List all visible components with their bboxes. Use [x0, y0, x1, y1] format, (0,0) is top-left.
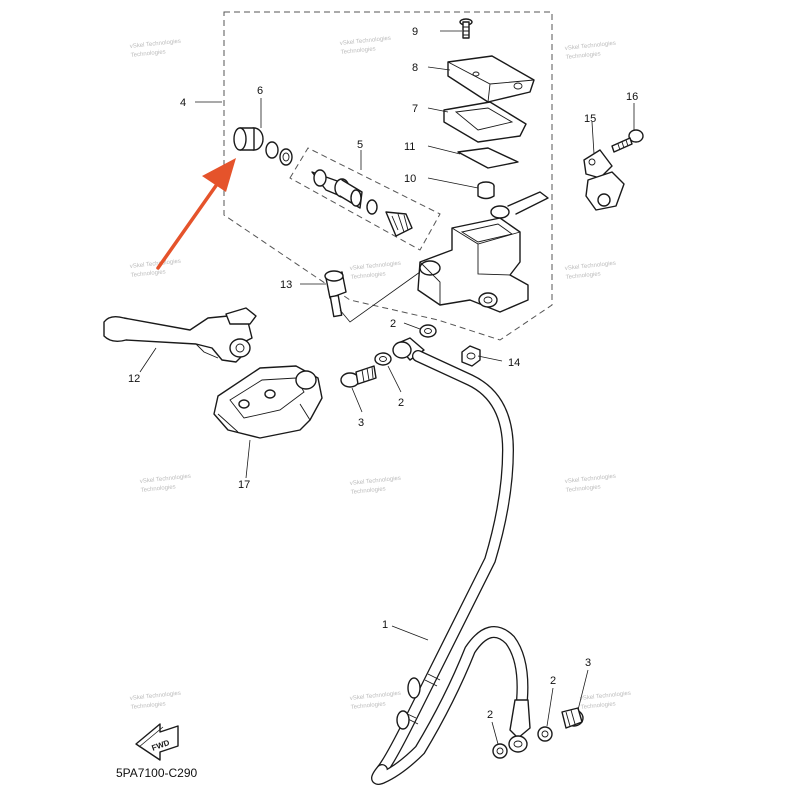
part-12-lever: [103, 307, 257, 363]
part-3-union-bolt-upper: [340, 365, 377, 388]
callout-9: 9: [412, 26, 418, 38]
callout-3-lower: 3: [585, 657, 591, 669]
watermark-text: Technologies: [566, 271, 601, 281]
red-pointer-arrow-icon: [156, 158, 236, 270]
watermark-text: Technologies: [141, 484, 176, 494]
part-10-float: [477, 181, 495, 200]
callout-2-upper-b: 2: [398, 397, 404, 409]
leader-lines: [139, 30, 635, 745]
part-15-holder: [583, 149, 625, 211]
watermark-text: vSkel Technologies: [565, 261, 617, 272]
watermark-text: Technologies: [351, 486, 386, 496]
callout-2-lower-a: 2: [487, 709, 493, 721]
callout-15: 15: [584, 113, 596, 125]
assembly-boundary: [223, 11, 553, 341]
part-2-washer-upper-a: [419, 324, 437, 338]
watermark-text: vSkel Technologies: [130, 691, 182, 702]
callouts: 9 8 7 11 10 4 6 5 15 16 13 2 2 3 14 12 1…: [128, 26, 638, 721]
watermark-text: vSkel Technologies: [340, 36, 392, 47]
callout-6: 6: [257, 85, 263, 97]
callout-10: 10: [404, 173, 416, 185]
piston-kit-boundary: [289, 147, 441, 251]
part-3-union-bolt-lower: [561, 707, 584, 729]
part-16-bolt: [611, 129, 644, 153]
part-17-lever-cover: [213, 365, 323, 439]
master-cylinder-body: [417, 191, 549, 313]
part-2-washer-lower-a: [492, 743, 508, 759]
part-8-reservoir-cap: [447, 55, 535, 103]
part-6-boot: [233, 127, 293, 166]
callout-8: 8: [412, 62, 418, 74]
callout-4: 4: [180, 97, 186, 109]
part-11-diaphragm: [457, 147, 519, 169]
callout-11: 11: [404, 141, 415, 153]
watermark-text: Technologies: [131, 49, 166, 59]
pivot-bolt-guide-line: [339, 271, 421, 323]
watermark-text: Technologies: [566, 484, 601, 494]
diagram-code: 5PA7100-C290: [116, 766, 197, 780]
watermark-text: Technologies: [351, 701, 386, 711]
watermark-text: vSkel Technologies: [580, 691, 632, 702]
callout-1: 1: [382, 619, 388, 631]
part-14-nut: [461, 345, 481, 367]
callout-5: 5: [357, 139, 363, 151]
watermark-text: vSkel Technologies: [130, 39, 182, 50]
callout-13: 13: [280, 279, 292, 291]
part-2-washer-lower-b: [537, 726, 553, 742]
callout-12: 12: [128, 373, 140, 385]
watermark-text: vSkel Technologies: [350, 691, 402, 702]
callout-16: 16: [626, 91, 638, 103]
forward-arrow-icon: FWD: [135, 723, 179, 761]
part-5-piston-kit: [311, 169, 413, 237]
part-2-washer-upper-b: [374, 352, 392, 366]
watermark-text: vSkel Technologies: [130, 259, 182, 270]
callout-7: 7: [412, 103, 418, 115]
callout-14: 14: [508, 357, 520, 369]
watermark-text: vSkel Technologies: [350, 261, 402, 272]
watermark-text: vSkel Technologies: [565, 474, 617, 485]
part-1-brake-hose: [371, 337, 531, 785]
watermark-text: vSkel Technologies: [350, 476, 402, 487]
watermark-text: vSkel Technologies: [565, 41, 617, 52]
watermark-text: Technologies: [341, 46, 376, 56]
callout-2-upper-a: 2: [390, 318, 396, 330]
watermark-text: Technologies: [351, 271, 386, 281]
callout-17: 17: [238, 479, 250, 491]
callout-2-lower-b: 2: [550, 675, 556, 687]
part-9-screw: [459, 18, 473, 39]
callout-3-upper: 3: [358, 417, 364, 429]
watermark-text: Technologies: [581, 701, 616, 711]
part-7-plate: [443, 101, 527, 143]
watermark-text: Technologies: [131, 701, 166, 711]
watermark-text: vSkel Technologies: [140, 474, 192, 485]
watermark-text: Technologies: [566, 51, 601, 61]
part-13-pivot-bolt: [324, 270, 347, 318]
watermark-text: Technologies: [131, 269, 166, 279]
